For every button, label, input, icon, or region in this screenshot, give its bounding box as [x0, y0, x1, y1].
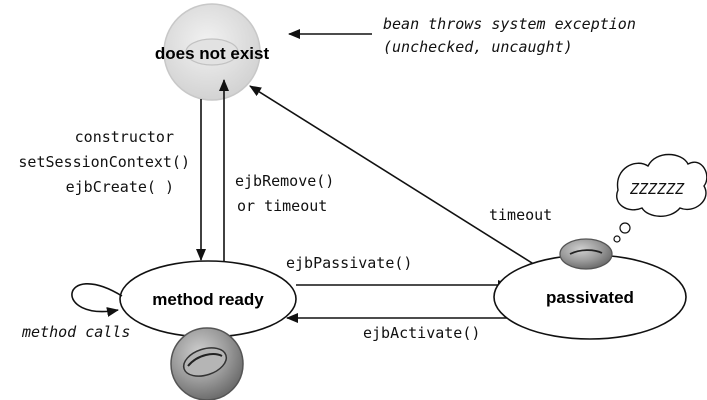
- ghost-bean-seed: [185, 38, 239, 66]
- state-passivated: passivated: [493, 254, 687, 340]
- thought-bubble: ZZZZZZ: [613, 153, 707, 243]
- exception-note-line1: bean throws system exception: [383, 15, 636, 33]
- exception-note-line2: (unchecked, uncaught): [383, 38, 573, 56]
- passivate-label: ejbPassivate(): [286, 254, 412, 272]
- active-bean-icon: [170, 327, 244, 400]
- sleeping-bean-icon: [559, 238, 613, 270]
- state-label-passivated: passivated: [546, 288, 634, 307]
- create-label-line3: ejbCreate( ): [66, 178, 174, 196]
- state-label-method-ready: method ready: [152, 290, 264, 309]
- remove-label-line2: or timeout: [237, 197, 327, 215]
- method-calls-loop: [71, 283, 123, 317]
- state-method-ready: method ready: [119, 260, 297, 338]
- sleep-text: ZZZZZZ: [629, 180, 685, 198]
- state-does-not-exist: does not exist: [155, 3, 270, 101]
- method-calls-label: method calls: [21, 323, 130, 341]
- remove-label-line1: ejbRemove(): [235, 172, 334, 190]
- timeout-arrow: [249, 85, 541, 269]
- activate-label: ejbActivate(): [363, 324, 480, 342]
- timeout-label: timeout: [489, 206, 552, 224]
- state-label-does-not-exist: does not exist: [155, 44, 270, 63]
- create-label-line1: constructor: [75, 128, 174, 146]
- create-label-line2: setSessionContext(): [18, 153, 190, 171]
